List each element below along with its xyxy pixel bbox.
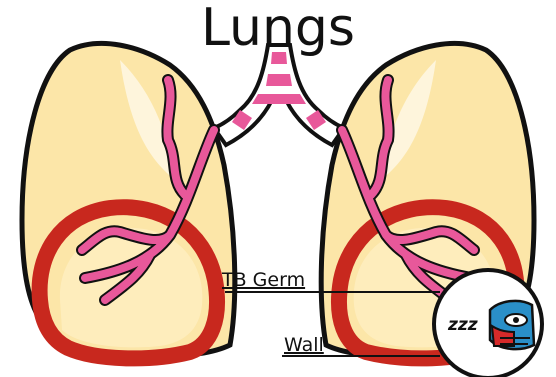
germ-sleep-text: zzz (447, 315, 478, 335)
label-wall: Wall (284, 335, 324, 355)
trachea (214, 45, 344, 145)
diagram-title: Lungs (0, 2, 556, 54)
tb-germ-icon: zzz (434, 270, 542, 377)
left-lung (22, 43, 235, 358)
label-tb-germ: TB Germ (222, 270, 305, 290)
